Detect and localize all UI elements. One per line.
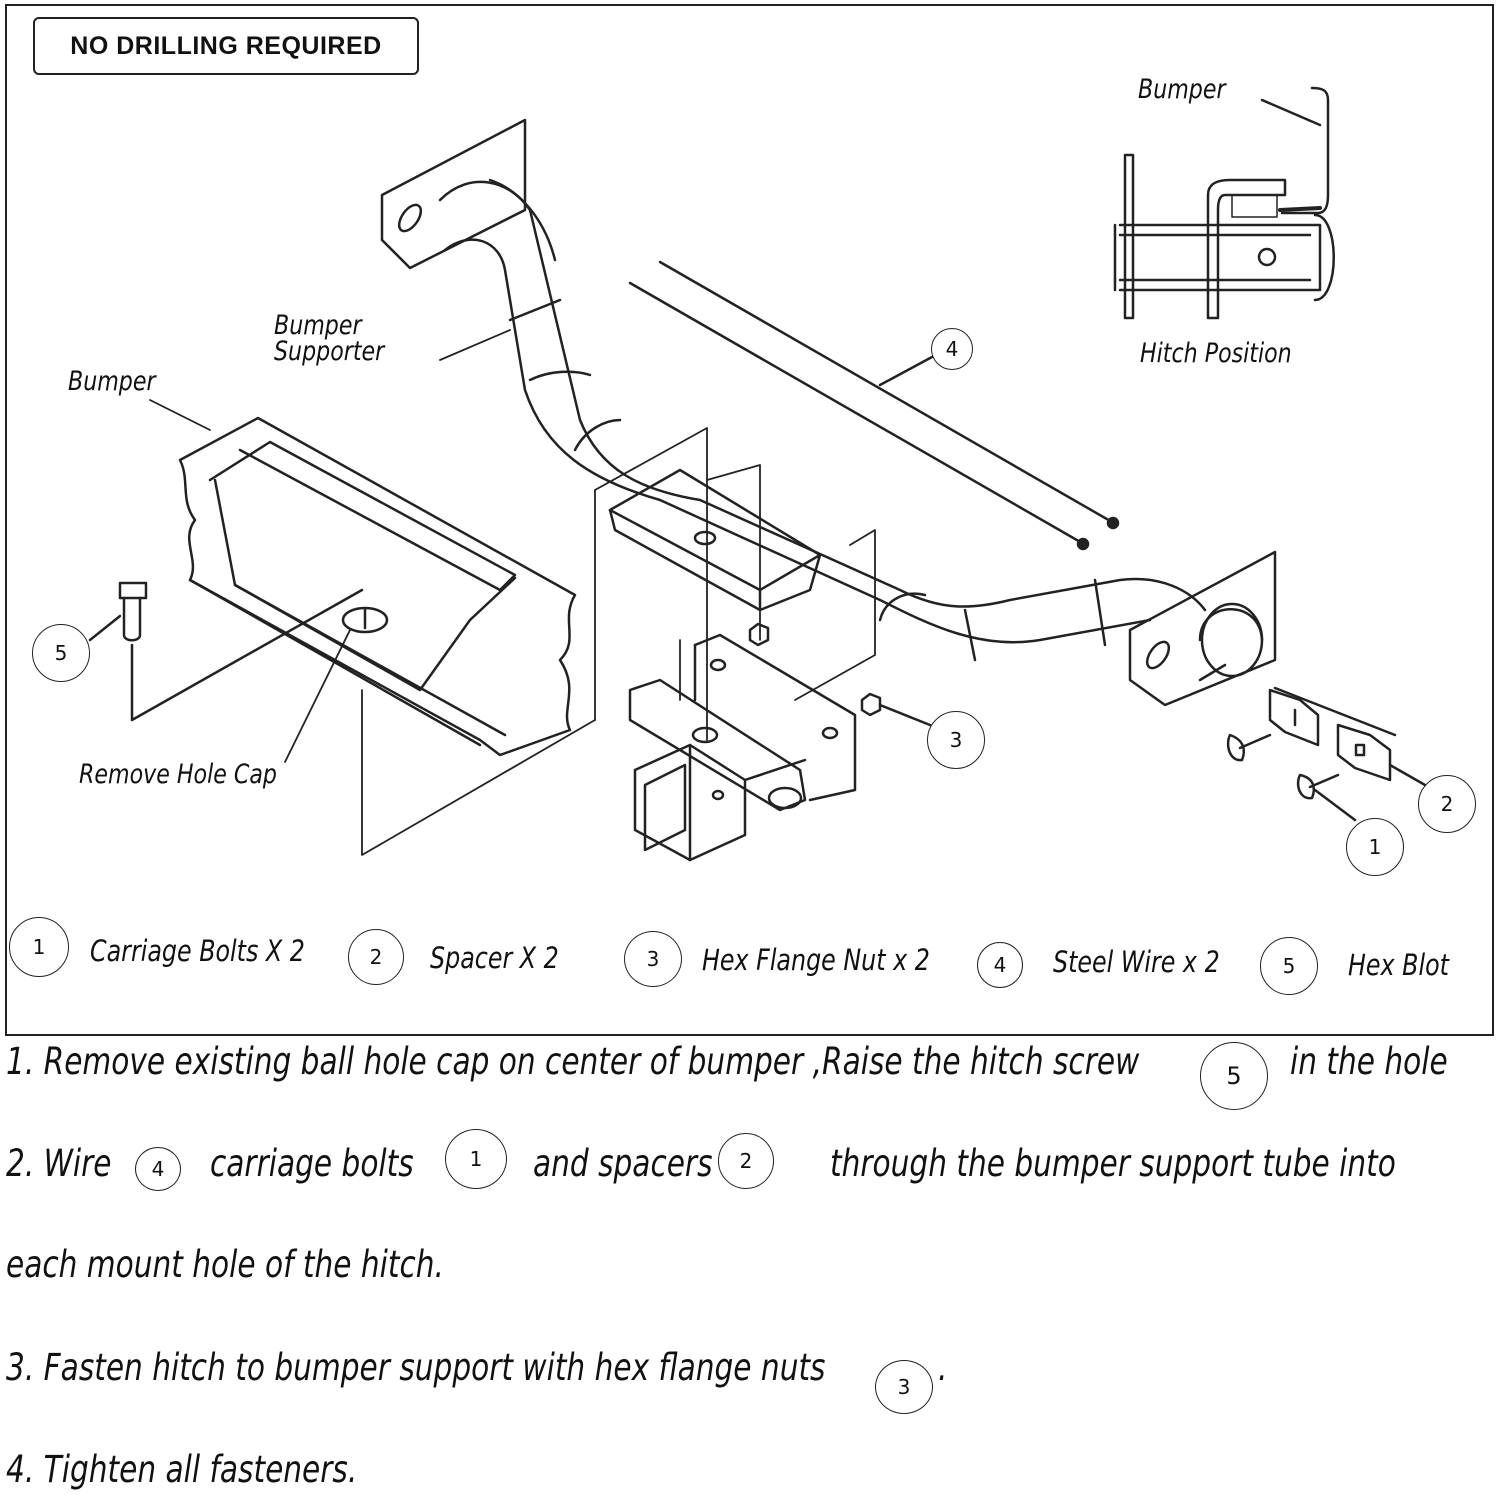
step-2-text-cont: each mount hole of the hitch. (6, 1243, 444, 1286)
steel-wires (628, 260, 1120, 551)
step-2-text-through: through the bumper support tube into (830, 1142, 1396, 1185)
hitch-position-inset (1113, 86, 1335, 320)
legend-num-5: 5 (1260, 937, 1318, 995)
step-3-period: . (938, 1346, 948, 1389)
diagram-frame (5, 4, 1494, 1036)
step-1-text-end: in the hole (1290, 1040, 1448, 1083)
step-2-text-spacers: and spacers (533, 1142, 713, 1185)
hex-flange-nuts (748, 622, 932, 727)
step-4-text: 4. Tighten all fasteners. (6, 1448, 358, 1491)
no-drilling-banner: NO DRILLING REQUIRED (33, 17, 419, 75)
label-bumper-supporter: Bumper Supporter (274, 310, 385, 367)
legend-text-4: Steel Wire x 2 (1053, 945, 1220, 979)
bumper-support-tube (438, 178, 1207, 662)
left-mount-flange (380, 118, 527, 270)
right-mount-flange (1128, 550, 1277, 707)
legend-num-4: 4 (977, 942, 1023, 988)
bumper-section (178, 416, 577, 757)
step-2-text: 2. Wire (6, 1142, 112, 1185)
step-1-text: 1. Remove existing ball hole cap on cent… (6, 1040, 1140, 1083)
legend-num-2: 2 (348, 929, 404, 985)
step-2-callout-1: 1 (445, 1129, 507, 1189)
bumper-plane (361, 689, 596, 856)
callout-4: 4 (931, 328, 973, 370)
legend-text-3: Hex Flange Nut x 2 (702, 943, 930, 977)
legend-text-5: Hex Blot (1348, 948, 1449, 982)
callout-1: 1 (1346, 818, 1404, 876)
label-leaders (149, 329, 511, 763)
spacers-and-bolts (1226, 686, 1427, 822)
label-bumper-supporter-line1: Bumper (274, 310, 362, 341)
label-remove-hole-cap: Remove Hole Cap (79, 759, 277, 790)
legend-text-1: Carriage Bolts X 2 (90, 934, 305, 968)
callout-2: 2 (1418, 775, 1476, 833)
step-1-callout: 5 (1200, 1042, 1268, 1110)
label-bumper-inset: Bumper (1138, 74, 1226, 105)
hitch-exploded-diagram (88, 86, 1427, 862)
callout-3: 3 (927, 711, 985, 769)
legend-num-3: 3 (624, 931, 682, 987)
legend-text-2: Spacer X 2 (430, 941, 559, 975)
legend-num-1: 1 (9, 917, 69, 977)
step-2-callout-2: 2 (718, 1133, 774, 1189)
callout-5: 5 (32, 624, 90, 682)
label-bumper: Bumper (68, 366, 156, 397)
step-3-text: 3. Fasten hitch to bumper support with h… (6, 1346, 826, 1389)
step-3-callout: 3 (875, 1360, 933, 1414)
step-2-callout-4: 4 (135, 1147, 181, 1191)
step-2-text-bolts: carriage bolts (210, 1142, 414, 1185)
receiver-hitch (628, 633, 857, 862)
label-hitch-position: Hitch Position (1140, 338, 1292, 369)
hex-bolt (88, 581, 364, 722)
label-bumper-supporter-line2: Supporter (274, 336, 385, 367)
alignment-planes (594, 427, 876, 741)
